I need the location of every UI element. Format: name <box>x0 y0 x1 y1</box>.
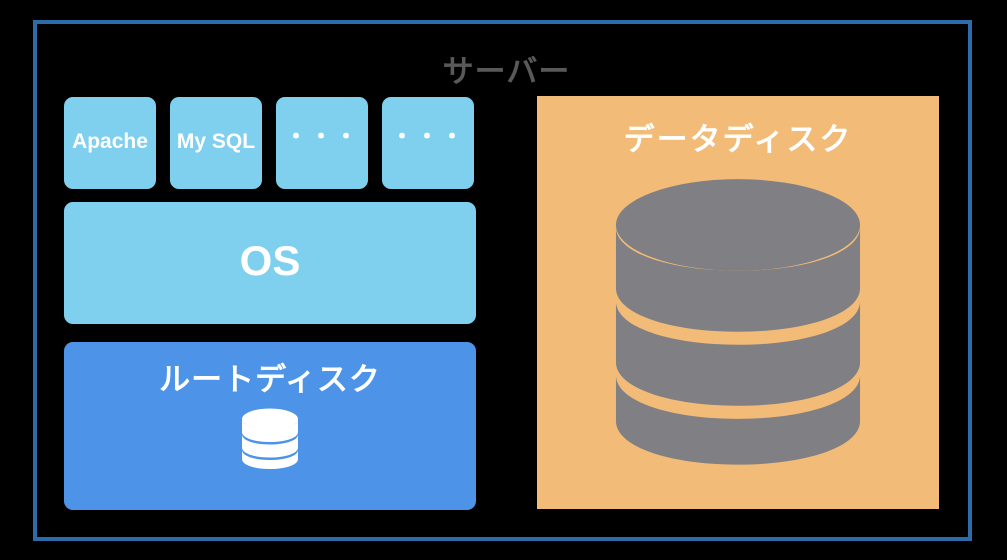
software-stack-column: Apache My SQL ・・・ ・・・ OS ルートディスク <box>64 97 476 510</box>
data-disk-label: データディスク <box>623 122 853 157</box>
service-box-row: Apache My SQL ・・・ ・・・ <box>64 97 476 189</box>
database-icon <box>241 408 299 475</box>
os-box[interactable]: OS <box>64 202 476 324</box>
service-box-mysql[interactable]: My SQL <box>170 97 262 189</box>
service-box-apache-label: Apache <box>72 129 148 153</box>
os-box-label: OS <box>239 237 301 284</box>
server-title: サーバー <box>442 54 571 89</box>
service-box-mysql-label: My SQL <box>176 129 256 153</box>
service-box-placeholder-2-label: ・・・ <box>390 122 466 149</box>
service-box-placeholder-1[interactable]: ・・・ <box>276 97 368 189</box>
database-icon <box>611 177 865 474</box>
service-box-placeholder-1-label: ・・・ <box>284 122 360 149</box>
server-frame: サーバー Apache My SQL ・・・ ・・・ OS <box>33 20 972 541</box>
root-disk-box[interactable]: ルートディスク <box>64 342 476 510</box>
root-disk-label: ルートディスク <box>159 362 381 397</box>
data-disk-panel[interactable]: データディスク <box>537 96 939 509</box>
service-box-apache[interactable]: Apache <box>64 97 156 189</box>
service-box-placeholder-2[interactable]: ・・・ <box>382 97 474 189</box>
